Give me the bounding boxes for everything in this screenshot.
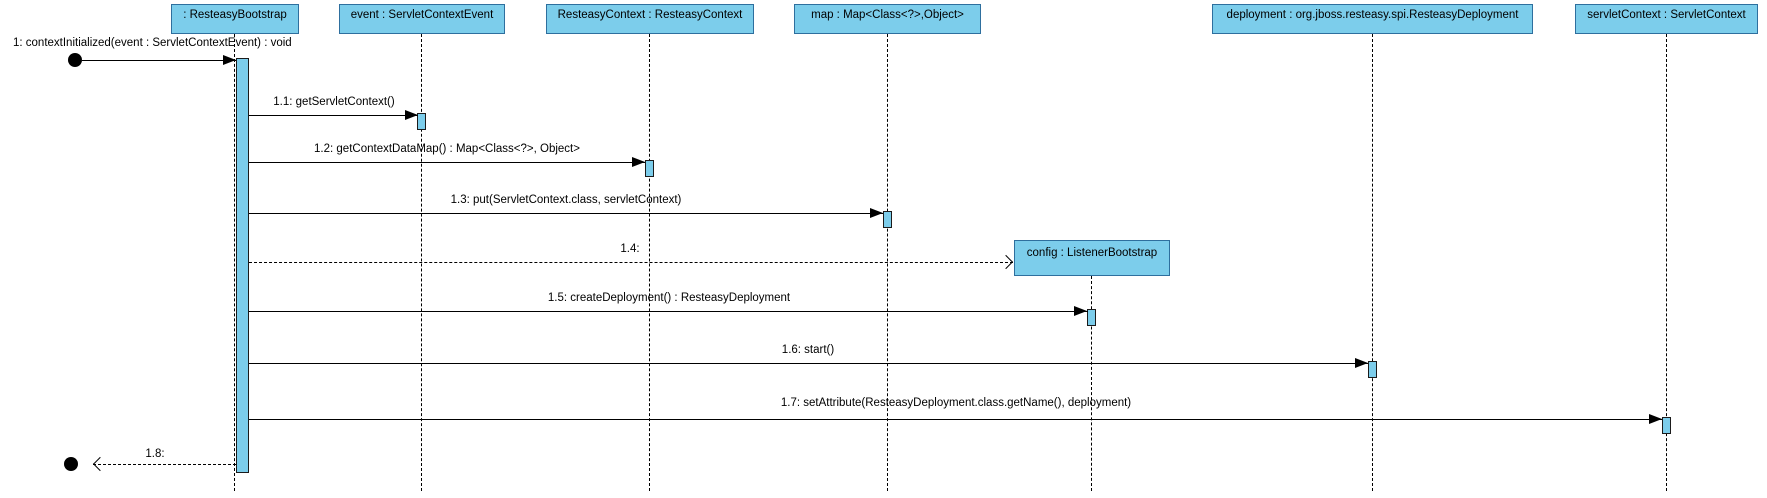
activation-config[interactable] bbox=[1087, 309, 1096, 326]
arrowhead-icon bbox=[1355, 358, 1368, 368]
object-label: servletContext : ServletContext bbox=[1587, 9, 1746, 21]
object-box-event[interactable]: event : ServletContextEvent bbox=[339, 4, 505, 34]
object-label: : ResteasyBootstrap bbox=[183, 9, 287, 21]
message-1-5-line[interactable] bbox=[249, 311, 1088, 312]
object-label: event : ServletContextEvent bbox=[350, 9, 494, 21]
message-1-6-label[interactable]: 1.6: start() bbox=[781, 344, 835, 356]
activation-event[interactable] bbox=[417, 113, 426, 130]
activation-map[interactable] bbox=[883, 211, 892, 228]
object-box-map[interactable]: map : Map<Class<?>,Object> bbox=[794, 4, 981, 34]
message-1-7-label[interactable]: 1.7: setAttribute(ResteasyDeployment.cla… bbox=[780, 397, 1132, 409]
arrowhead-icon bbox=[870, 208, 883, 218]
message-1-6-line[interactable] bbox=[249, 363, 1368, 364]
message-1-1-line[interactable] bbox=[249, 115, 418, 116]
arrowhead-icon bbox=[632, 157, 645, 167]
lifeline-servletcontext bbox=[1666, 34, 1667, 491]
lifeline-config bbox=[1091, 276, 1092, 491]
lifeline-resteasybootstrap bbox=[234, 34, 235, 491]
found-message-dot bbox=[68, 53, 82, 67]
message-1-line[interactable] bbox=[82, 60, 236, 61]
object-box-resteasycontext[interactable]: ResteasyContext : ResteasyContext bbox=[546, 4, 754, 34]
message-1-8-line[interactable] bbox=[93, 464, 236, 465]
object-box-servletcontext[interactable]: servletContext : ServletContext bbox=[1575, 4, 1758, 34]
arrowhead-icon bbox=[1074, 306, 1087, 316]
message-1-7-line[interactable] bbox=[249, 419, 1662, 420]
object-label: config : ListenerBootstrap bbox=[1026, 247, 1158, 259]
object-box-resteasybootstrap[interactable]: : ResteasyBootstrap bbox=[171, 4, 299, 34]
activation-resteasycontext[interactable] bbox=[645, 160, 654, 177]
arrowhead-icon bbox=[405, 110, 418, 120]
message-1-4-line[interactable] bbox=[249, 262, 1013, 263]
message-1-1-label[interactable]: 1.1: getServletContext() bbox=[273, 96, 395, 108]
message-1-3-line[interactable] bbox=[249, 213, 883, 214]
arrowhead-icon bbox=[1649, 414, 1662, 424]
object-box-deployment[interactable]: deployment : org.jboss.resteasy.spi.Rest… bbox=[1212, 4, 1533, 34]
object-label: ResteasyContext : ResteasyContext bbox=[557, 9, 743, 21]
message-1-2-label[interactable]: 1.2: getContextDataMap() : Map<Class<?>,… bbox=[314, 143, 580, 155]
message-1-label[interactable]: 1: contextInitialized(event : ServletCon… bbox=[13, 37, 292, 49]
open-arrowhead-icon bbox=[998, 254, 1014, 270]
open-arrowhead-icon bbox=[92, 456, 108, 472]
object-box-config-created[interactable]: config : ListenerBootstrap bbox=[1014, 240, 1170, 276]
object-label: map : Map<Class<?>,Object> bbox=[811, 9, 964, 21]
message-1-8-label[interactable]: 1.8: bbox=[145, 448, 165, 460]
message-1-2-line[interactable] bbox=[249, 162, 645, 163]
message-1-5-label[interactable]: 1.5: createDeployment() : ResteasyDeploy… bbox=[547, 292, 791, 304]
message-1-4-label[interactable]: 1.4: bbox=[620, 243, 640, 255]
activation-deployment[interactable] bbox=[1368, 361, 1377, 378]
arrowhead-icon bbox=[223, 55, 236, 65]
activation-servletcontext[interactable] bbox=[1662, 417, 1671, 434]
object-label: deployment : org.jboss.resteasy.spi.Rest… bbox=[1226, 9, 1519, 21]
activation-bar-resteasybootstrap[interactable] bbox=[236, 58, 249, 473]
lifeline-deployment bbox=[1372, 34, 1373, 491]
message-1-3-label[interactable]: 1.3: put(ServletContext.class, servletCo… bbox=[450, 194, 682, 206]
return-end-dot bbox=[64, 457, 78, 471]
